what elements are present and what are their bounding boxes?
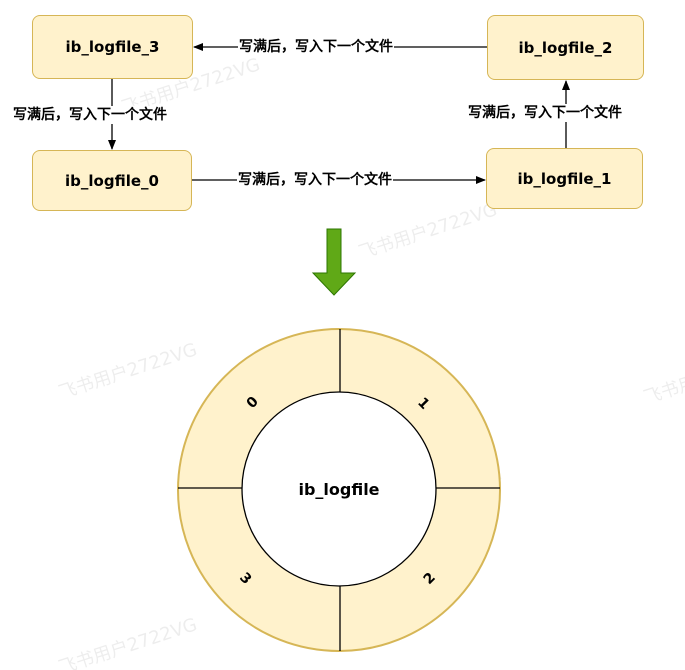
node-ib-logfile-1: ib_logfile_1 [486,148,643,209]
node-ib-logfile-2: ib_logfile_2 [487,15,644,80]
edge-label-file1-to-file2: 写满后，写入下一个文件 [467,104,623,122]
ring-center-label: ib_logfile [298,480,379,499]
node-ib-logfile-3: ib_logfile_3 [32,15,193,79]
edge-label-file0-to-file1: 写满后，写入下一个文件 [237,171,393,189]
edge-label-file3-to-file0: 写满后，写入下一个文件 [12,106,168,124]
transform-down-arrow-icon [311,228,357,296]
node-ib-logfile-0: ib_logfile_0 [32,150,192,211]
ring-inner [241,391,437,587]
edge-label-file2-to-file3: 写满后，写入下一个文件 [238,38,394,56]
